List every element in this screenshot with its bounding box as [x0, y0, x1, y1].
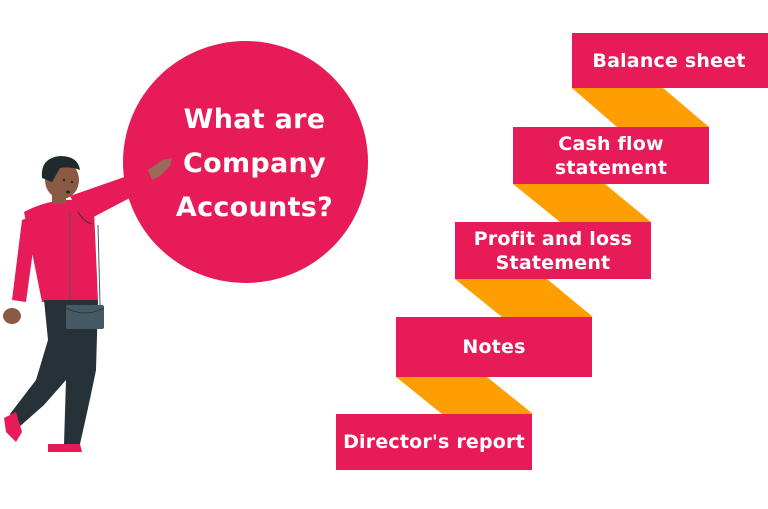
bubble-line-3: Accounts?: [175, 192, 334, 223]
step-label-line-1: Profit and loss: [473, 227, 633, 250]
step-profit-and-loss-statement: Profit and loss Statement: [455, 222, 651, 279]
step-notes: Notes: [396, 317, 592, 377]
step-label: Director's report: [343, 431, 525, 453]
bubble-line-1: What are: [183, 104, 326, 135]
step-directors-report: Director's report: [336, 414, 532, 470]
step-label: Notes: [462, 336, 526, 358]
step-balance-sheet: Balance sheet: [572, 33, 768, 88]
ribbon-3: [455, 279, 593, 317]
bubble-title: What are Company Accounts?: [176, 98, 333, 230]
ribbon-1: [572, 88, 709, 127]
bubble-line-2: Company: [183, 148, 326, 179]
step-label: Balance sheet: [592, 49, 746, 72]
step-label-line-1: Cash flow: [558, 132, 664, 155]
ribbon-4: [396, 377, 533, 414]
step-cash-flow-statement: Cash flow statement: [513, 127, 709, 184]
ribbon-2: [513, 184, 651, 222]
step-label-line-2: statement: [554, 156, 668, 179]
step-label-line-2: Statement: [495, 251, 611, 274]
